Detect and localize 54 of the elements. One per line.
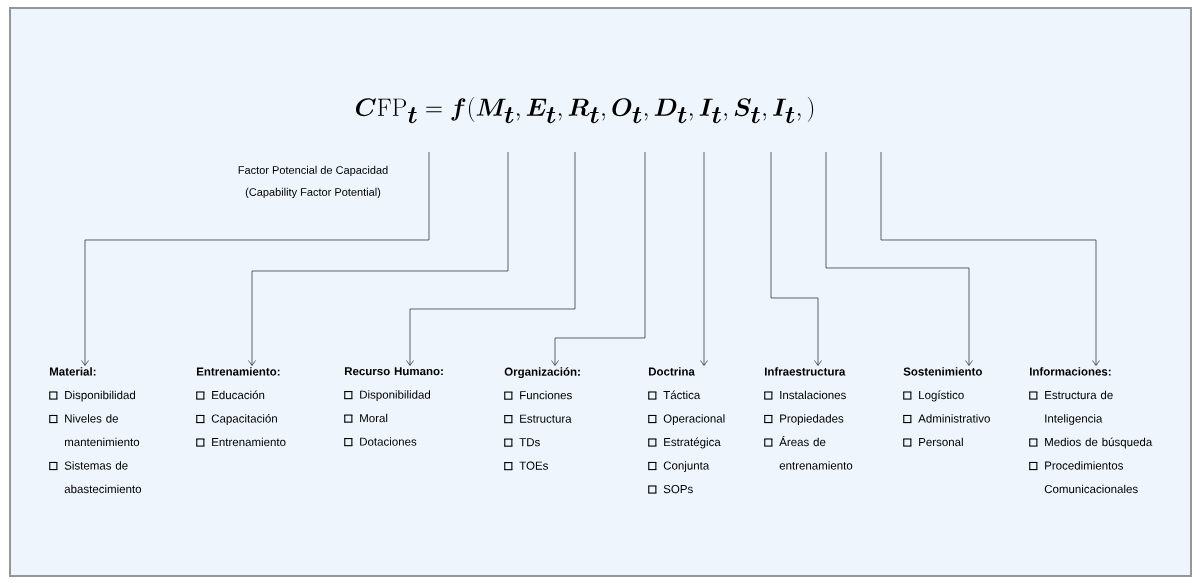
checklist-item: Funciones <box>503 390 572 400</box>
category-heading: Informaciones: <box>1029 367 1111 376</box>
checklist-item: TOEs <box>503 461 548 471</box>
checklist-item: Instalaciones <box>763 390 846 400</box>
subtitle-text: Factor Potencial de Capacidad <box>238 165 388 177</box>
subtitle-text: (Capability Factor Potential) <box>245 187 381 199</box>
arrow <box>825 151 973 366</box>
checklist-item: Moral <box>343 413 388 423</box>
arrow <box>81 151 430 366</box>
checklist-item: Procedimientos Comunicacionales <box>1028 461 1138 494</box>
checklist-item: Medios de búsqueda <box>1028 437 1153 449</box>
arrow <box>880 151 1100 366</box>
category-heading: Sostenimiento <box>903 367 982 376</box>
arrow <box>248 151 509 366</box>
checklist-item: Capacitación <box>195 414 277 425</box>
checklist-item: Táctica <box>647 390 701 400</box>
checklist-item: Niveles de mantenimiento <box>48 414 140 447</box>
category-heading: Entrenamiento: <box>197 367 280 376</box>
checklist-item: Logístico <box>902 390 964 402</box>
formula: $\boldsymbol{C}\mathrm{FP}_{\boldsymbol{t}}=\boldsymbol{f}(\boldsymbol{M_t},\boldsymbol{E_t},\boldsymbol{R_t},\boldsymbol{O_t},\boldsymbol{D_t},\boldsymbol{I_t},\boldsymbol{S_t},\boldsymbol{I_t},)$ <box>356 97 814 124</box>
checklist-item: Sistemas de abastecimiento <box>48 461 142 494</box>
category-list <box>48 367 142 494</box>
checklist-item: Operacional <box>647 414 725 425</box>
arrow <box>551 151 646 366</box>
checklist-item: Estratégica <box>647 437 721 449</box>
checklist-item: Conjunta <box>647 461 710 472</box>
category-heading: Organización: <box>504 367 580 379</box>
checklist-item: TDs <box>503 438 540 447</box>
category-list <box>343 367 443 447</box>
checklist-item: Educación <box>195 390 265 400</box>
checklist-item: Disponibilidad <box>343 390 431 401</box>
checklist-item: Disponibilidad <box>48 390 136 402</box>
category-heading: Infraestructura <box>765 367 846 376</box>
checklist-item: Personal <box>902 437 963 447</box>
category-list <box>195 367 286 447</box>
category-list <box>647 367 725 494</box>
checklist-item: SOPs <box>647 485 693 494</box>
checklist-item: Entrenamiento <box>195 437 286 447</box>
category-heading: Doctrina <box>649 367 695 376</box>
category-heading: Recurso Humano: <box>345 367 443 376</box>
checklist-item: Dotaciones <box>343 437 417 447</box>
checklist-item: Propiedades <box>763 414 844 425</box>
category-list <box>1028 367 1153 494</box>
category-list <box>763 367 853 470</box>
arrow <box>700 151 708 366</box>
arrow <box>406 151 576 366</box>
arrow <box>770 151 822 366</box>
checklist-item: Estructura <box>503 414 572 424</box>
checklist-item: Administrativo <box>902 414 990 424</box>
checklist-item: Estructura de Inteligencia <box>1028 390 1113 425</box>
category-heading: Material: <box>50 367 96 376</box>
category-list <box>503 367 580 471</box>
checklist-item: Áreas de entrenamiento <box>763 436 853 470</box>
category-list <box>902 367 990 447</box>
